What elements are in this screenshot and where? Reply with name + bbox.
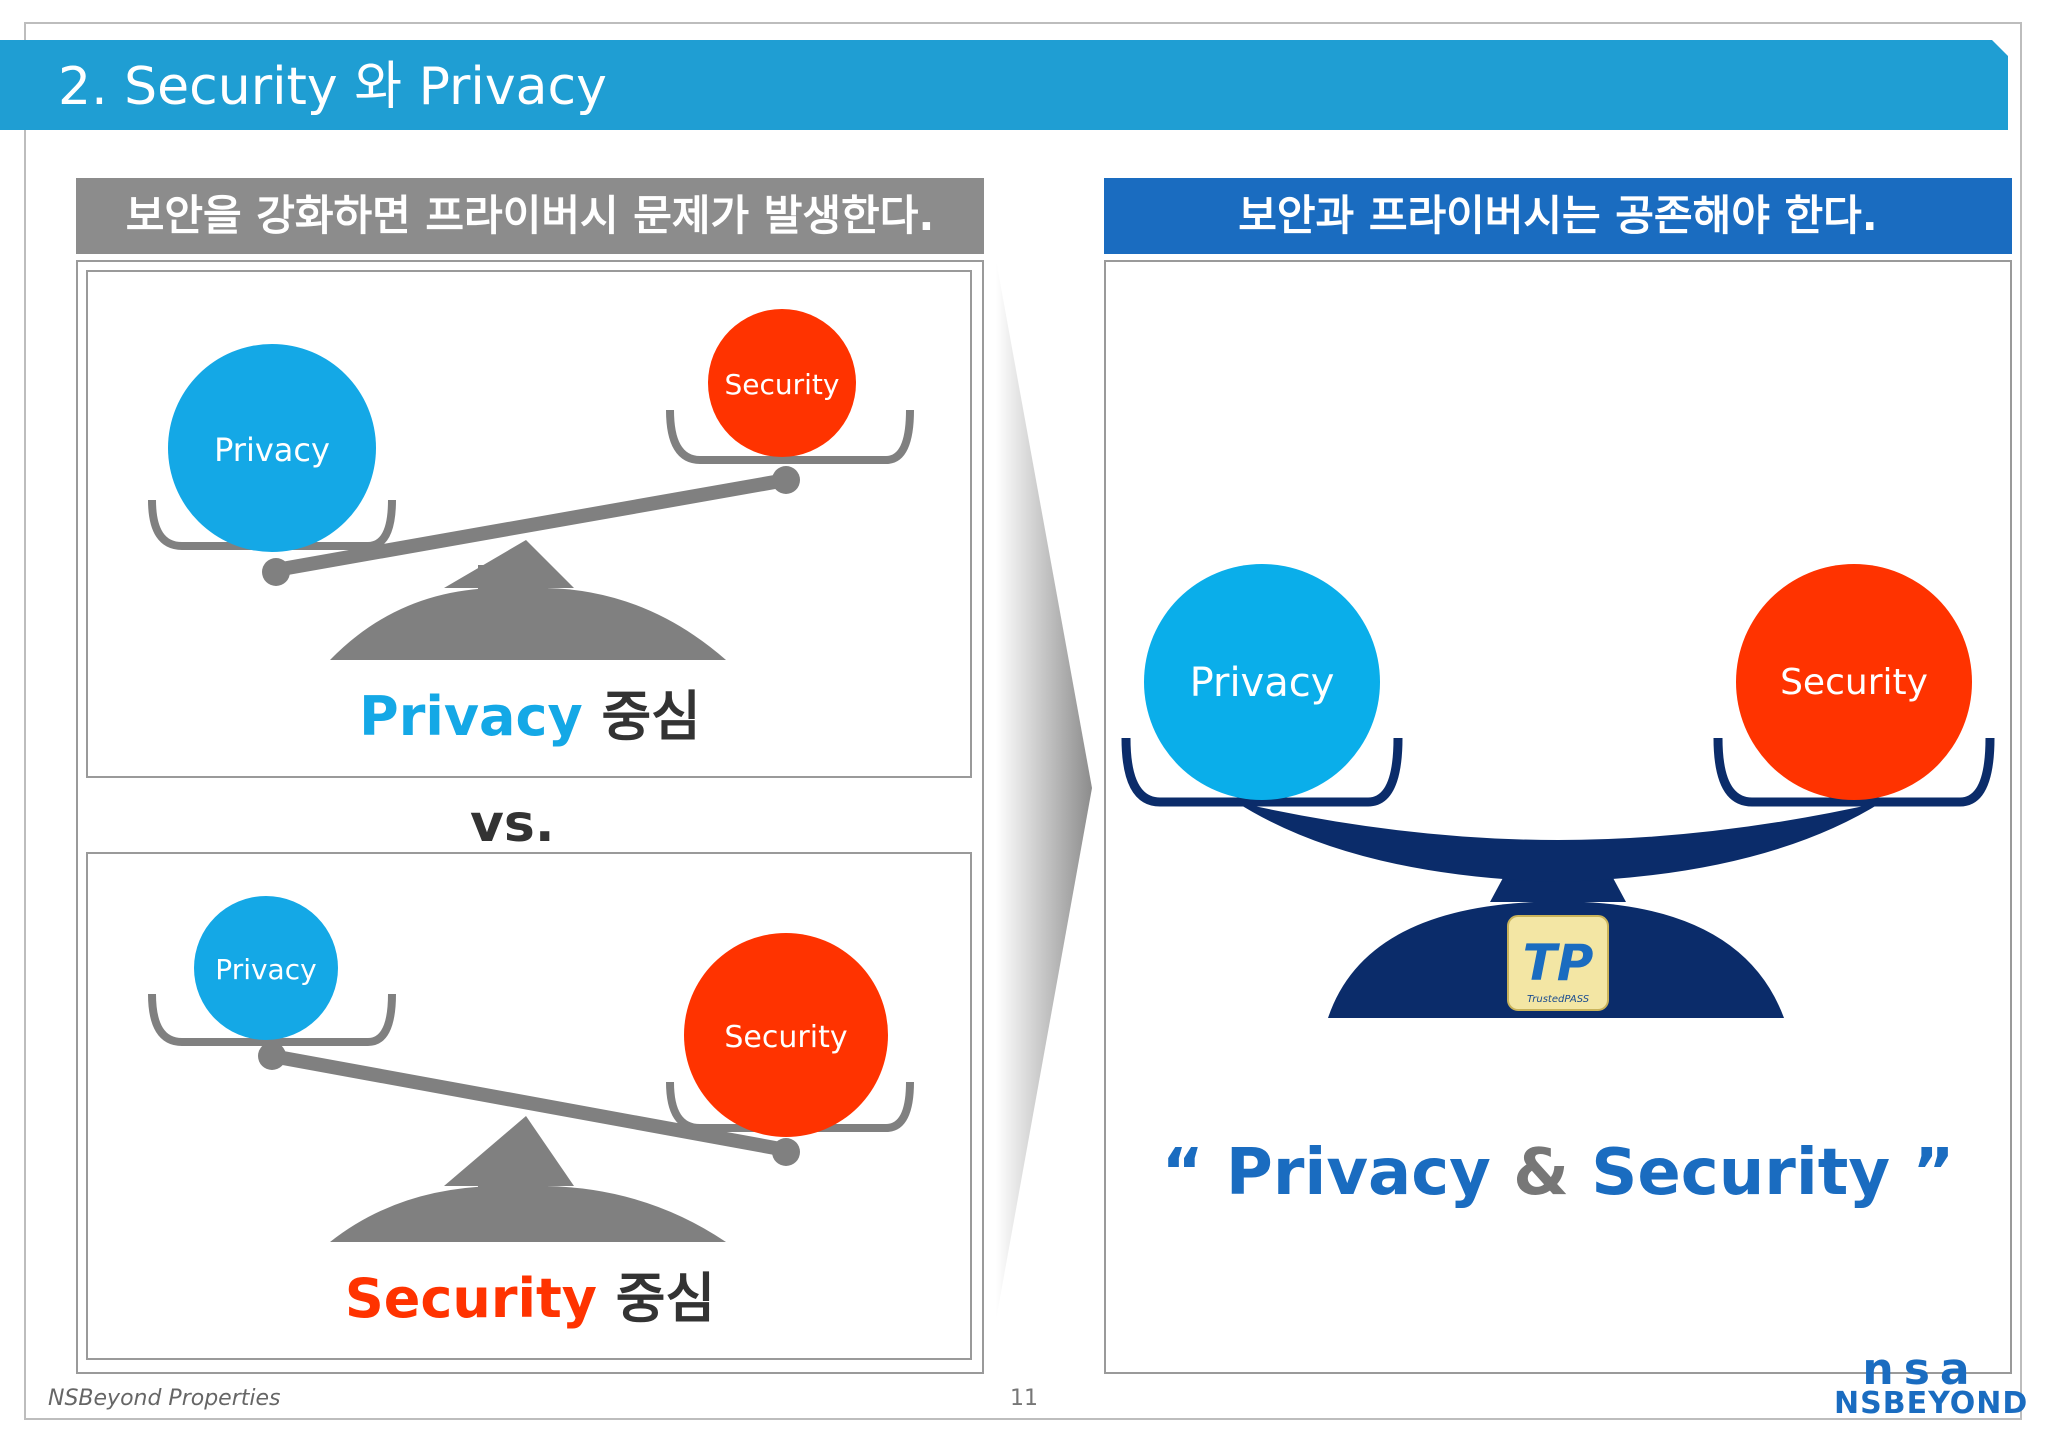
right-panel-frame (1104, 260, 2012, 1374)
scale-beam (265, 1049, 793, 1157)
quote-close: ” (1890, 1136, 1955, 1210)
left-panel-header: 보안을 강화하면 프라이버시 문제가 발생한다. (76, 178, 984, 254)
privacy-ball-label: Privacy (215, 953, 316, 986)
privacy-ball (1144, 564, 1380, 800)
privacy-ball-label: Privacy (1190, 660, 1335, 706)
logo-mark-text: nsa (1862, 1354, 1979, 1388)
privacy-ball-label: Privacy (214, 431, 330, 469)
caption-rest: 중심 (596, 1267, 716, 1330)
scale-base (330, 588, 726, 660)
left-pan (148, 993, 396, 1046)
vs-label: vs. (470, 794, 555, 854)
scale-beam (269, 473, 793, 577)
quote-amp: & (1490, 1136, 1592, 1210)
security-ball (684, 933, 888, 1137)
security-ball (708, 309, 856, 457)
coexistence-quote: “ Privacy & Security ” (1104, 1136, 2012, 1210)
security-ball-label: Security (1780, 662, 1928, 703)
caption-rest: 중심 (582, 685, 701, 748)
right-pan (666, 1081, 914, 1132)
quote-security: Security (1591, 1136, 1891, 1210)
scale-beam (1236, 802, 1882, 882)
security-ball-label: Security (725, 368, 840, 401)
privacy-ball (194, 896, 338, 1040)
arrow-wedge (996, 260, 1092, 1320)
left-pan (148, 499, 396, 550)
nsbeyond-logo-text: NSBEYOND (1834, 1386, 2029, 1421)
security-centric-caption: Security 중심 (300, 1254, 760, 1333)
right-pan (1713, 737, 1995, 807)
badge-subtext: TrustedPASS (1527, 994, 1590, 1005)
footer-company: NSBeyond Properties (48, 1386, 281, 1411)
privacy-centric-caption: Privacy 중심 (300, 672, 760, 751)
badge-letters: TP (1523, 934, 1594, 992)
right-pan (666, 409, 914, 464)
privacy-ball (168, 344, 376, 552)
trustedpass-badge: TP TrustedPASS (1507, 915, 1609, 1011)
slide-title: 2. Security 와 Privacy (58, 57, 607, 117)
title-bar (0, 40, 2008, 130)
page-number: 11 (1010, 1386, 1038, 1411)
quote-privacy: Privacy (1225, 1136, 1491, 1210)
scale-fulcrum (1490, 876, 1626, 902)
nsbeyond-logo-mark: nsa (1862, 1354, 1979, 1388)
caption-highlight: Privacy (359, 685, 583, 748)
left-pan (1121, 737, 1403, 807)
security-ball-label: Security (724, 1020, 847, 1055)
quote-open: “ (1161, 1136, 1226, 1210)
balanced-scale: Privacy Security TP TrustedPASS (1121, 564, 1995, 1018)
caption-highlight: Security (344, 1267, 597, 1330)
scale-base (330, 1186, 726, 1242)
security-centric-scale: Privacy Security (148, 896, 914, 1242)
right-panel-header: 보안과 프라이버시는 공존해야 한다. (1104, 178, 2012, 254)
privacy-centric-scale: Privacy Security (148, 309, 914, 660)
security-ball (1736, 564, 1972, 800)
